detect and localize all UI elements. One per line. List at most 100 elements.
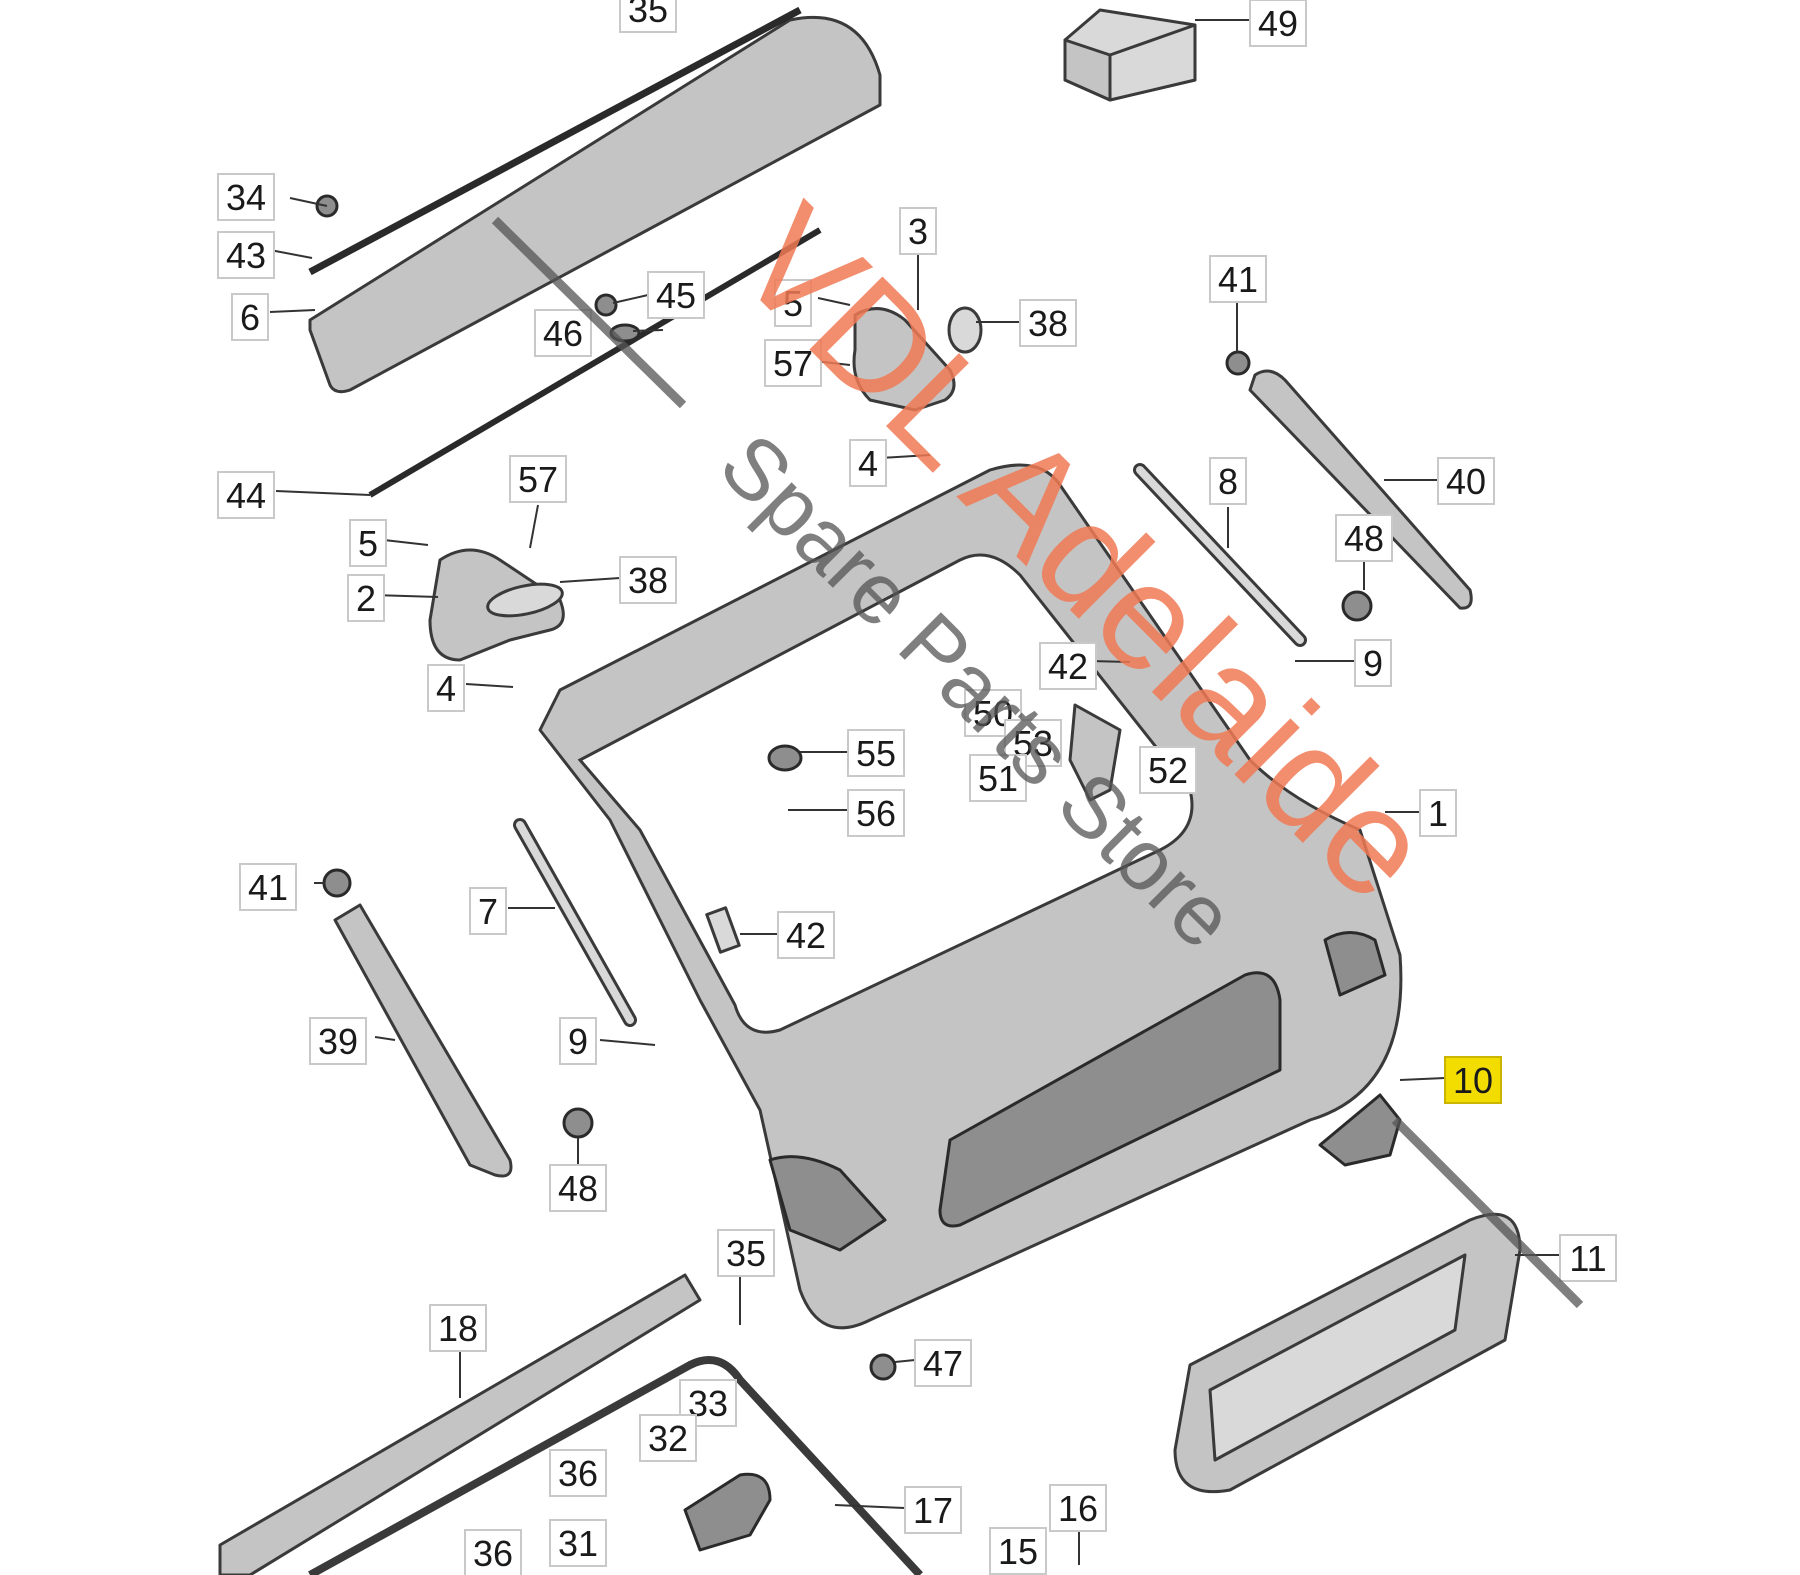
callout-46: 46	[534, 309, 592, 357]
callout-box	[1209, 255, 1267, 303]
callout-number: 11	[1569, 1238, 1606, 1279]
callout-9: 9	[1354, 639, 1392, 687]
callout-43: 43	[217, 231, 275, 279]
callout-15: 15	[989, 1527, 1047, 1575]
callout-box	[647, 271, 705, 319]
callout-number: 40	[1446, 461, 1486, 502]
callout-4: 4	[427, 664, 465, 712]
callout-box	[777, 911, 835, 959]
callout-1: 1	[1419, 789, 1457, 837]
callout-38: 38	[619, 556, 677, 604]
callout-number: 43	[226, 235, 266, 276]
callout-box	[847, 789, 905, 837]
rear-spoiler	[308, 15, 882, 394]
callout-33: 33	[679, 1379, 737, 1427]
callout-44: 44	[217, 471, 275, 519]
callout-16: 16	[1049, 1484, 1107, 1532]
callout-box	[847, 729, 905, 777]
callout-box	[969, 754, 1027, 802]
callout-number: 5	[358, 523, 378, 564]
callout-box	[1444, 1056, 1502, 1104]
callout-number: 4	[436, 668, 456, 709]
cap-41-left	[322, 868, 352, 898]
callout-57: 57	[509, 455, 567, 503]
callout-55: 55	[847, 729, 905, 777]
callout-number: 49	[1258, 3, 1298, 44]
latch-bracket	[1068, 703, 1122, 802]
glass-seal-strip	[368, 227, 822, 498]
callout-number: 44	[226, 475, 266, 516]
callout-6: 6	[231, 293, 269, 341]
callout-number: 46	[543, 313, 583, 354]
callout-box	[619, 556, 677, 604]
callout-box	[509, 455, 567, 503]
callout-number: 57	[518, 459, 558, 500]
callout-32: 32	[639, 1414, 697, 1462]
callout-number: 48	[558, 1168, 598, 1209]
callout-4: 4	[849, 439, 887, 487]
callout-5: 5	[774, 279, 812, 327]
hinge-right	[852, 307, 956, 412]
part-49-block	[1063, 8, 1197, 102]
spoiler-seal-strip	[308, 6, 802, 276]
callout-box	[1559, 1234, 1617, 1282]
callout-box	[1049, 1484, 1107, 1532]
callout-box	[427, 664, 465, 712]
part-45-clip	[594, 293, 618, 317]
callout-number: 10	[1453, 1060, 1493, 1101]
callout-number: 39	[318, 1021, 358, 1062]
callout-number: 4	[858, 443, 878, 484]
callout-box	[1437, 457, 1495, 505]
callout-36: 36	[549, 1449, 607, 1497]
tailgate-lamp-cutout-left	[768, 1155, 887, 1252]
callout-box	[469, 887, 507, 935]
callout-number: 48	[1344, 518, 1384, 559]
number-plate-trim-inner	[1208, 1253, 1467, 1462]
callout-box	[1039, 642, 1097, 690]
callout-box	[1335, 514, 1393, 562]
callout-47: 47	[914, 1339, 972, 1387]
callout-box	[1419, 789, 1457, 837]
callout-number: 6	[240, 297, 260, 338]
callout-box	[764, 339, 822, 387]
callout-box	[309, 1017, 367, 1065]
callout-number: 56	[856, 793, 896, 834]
callout-box	[429, 1304, 487, 1352]
tailgate-lamp-cutout-right	[1323, 931, 1387, 997]
callout-number: 7	[478, 891, 498, 932]
callout-number: 9	[1363, 643, 1383, 684]
callout-box	[217, 471, 275, 519]
callout-3: 3	[899, 207, 937, 255]
callout-box	[349, 519, 387, 567]
callout-box	[639, 1414, 697, 1462]
lock-assembly	[683, 1472, 772, 1552]
callout-box	[619, 0, 677, 33]
hinge-cover-right	[947, 306, 983, 354]
callout-number: 18	[438, 1308, 478, 1349]
callout-box	[1019, 299, 1077, 347]
callout-box	[549, 1449, 607, 1497]
callout-52: 52	[1139, 746, 1197, 794]
callout-box	[231, 293, 269, 341]
callout-box	[1139, 746, 1197, 794]
part-47-grommet	[869, 1353, 897, 1381]
callout-51: 51	[969, 754, 1027, 802]
part-48-left	[562, 1107, 594, 1139]
callout-36: 36	[464, 1529, 522, 1575]
callout-7: 7	[469, 887, 507, 935]
seal-frame-17	[308, 1356, 923, 1575]
watermark-stroke-bottom	[1391, 1116, 1584, 1309]
callout-40: 40	[1437, 457, 1495, 505]
callout-number: 36	[558, 1453, 598, 1494]
callout-11: 11	[1559, 1234, 1617, 1282]
callout-18: 18	[429, 1304, 487, 1352]
leader-lines	[269, 19, 1560, 1565]
callout-box	[549, 1519, 607, 1567]
callout-number: 3	[908, 211, 928, 252]
callout-number: 45	[656, 275, 696, 316]
part-48-right	[1341, 590, 1373, 622]
callout-number: 15	[998, 1531, 1038, 1572]
callout-box	[239, 863, 297, 911]
callout-number: 9	[568, 1021, 588, 1062]
